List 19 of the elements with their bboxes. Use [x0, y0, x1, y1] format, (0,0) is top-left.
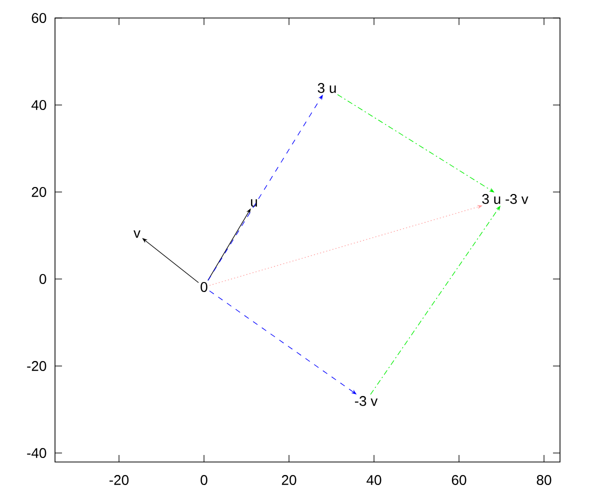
tick-label: 0	[200, 475, 208, 485]
tick-label: -20	[110, 475, 129, 485]
point-label: 3 u -3 v	[482, 194, 528, 204]
tick-label: 40	[366, 475, 382, 485]
point-label: v	[134, 230, 140, 238]
point-label: 3 u	[318, 83, 336, 93]
tick-label: 0	[40, 274, 46, 284]
tick-label: 80	[536, 475, 552, 485]
point-label: -3 v	[354, 396, 378, 406]
tick-label: 60	[32, 13, 46, 23]
point-label: 0	[200, 282, 208, 292]
tick-label: -40	[27, 448, 46, 458]
tick-label: 40	[31, 100, 46, 110]
tick-label: -20	[27, 361, 46, 371]
vector-arrow	[337, 94, 494, 192]
tick-label: 20	[32, 187, 46, 197]
point-label: u	[251, 199, 257, 207]
tick-label: 20	[282, 475, 296, 485]
tick-label: 60	[452, 475, 466, 485]
